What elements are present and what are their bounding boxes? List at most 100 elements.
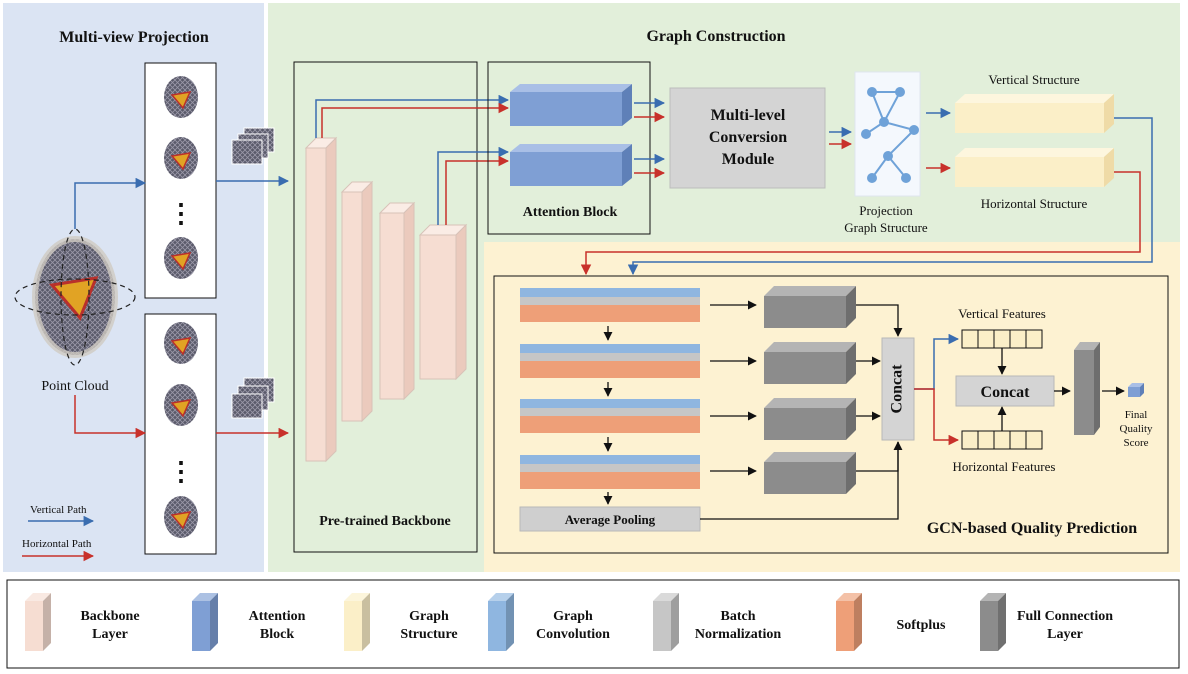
legend-label-line1: Softplus: [896, 618, 946, 633]
average-pooling-box: [519, 506, 701, 532]
legend-swatch: [192, 601, 210, 651]
legend-label-line1: Backbone: [80, 609, 139, 624]
legend-swatch-top: [192, 593, 218, 601]
projection-graph-icon: [861, 87, 919, 183]
legend-swatch: [836, 601, 854, 651]
legend-label-line2: Structure: [400, 627, 457, 642]
gcn-title: GCN-based Quality Prediction: [927, 520, 1137, 537]
mlc-line2: Conversion: [709, 129, 787, 146]
legend-swatch: [344, 601, 362, 651]
horizontal-features-vector: [961, 430, 1043, 450]
legend-label-line2: Layer: [1047, 627, 1083, 642]
horizontal-structure-to-gcn-arrow: [580, 171, 1141, 276]
vertical-structure-label: Vertical Structure: [988, 72, 1080, 87]
horizontal-view-thumbnails: [164, 322, 198, 538]
legend-label-line1: Graph: [409, 609, 449, 624]
backbone-box: [293, 61, 478, 553]
fc-to-concat-arrows: [700, 304, 903, 520]
point-cloud-label: Point Cloud: [41, 379, 108, 394]
legend-swatch: [488, 601, 506, 651]
attention-block-box: [487, 61, 651, 235]
backbone-to-attention-top-red: [321, 102, 510, 138]
final-score-line3: Score: [1123, 437, 1148, 449]
concat-box: [955, 375, 1055, 407]
vertical-image-stack: [231, 127, 275, 165]
legend-swatch: [980, 601, 998, 651]
legend-label-line2: Convolution: [536, 627, 610, 642]
final-score-cube: [1128, 383, 1144, 397]
point-cloud-object: [14, 228, 136, 366]
legend-label-line2: Normalization: [695, 627, 782, 642]
legend-swatch-top: [980, 593, 1006, 601]
horizontal-structure-label: Horizontal Structure: [981, 196, 1088, 211]
backbone-label: Pre-trained Backbone: [319, 514, 451, 529]
final-score-line2: Quality: [1120, 423, 1153, 435]
legend-swatch-top: [344, 593, 370, 601]
multiview-title: Multi-view Projection: [59, 29, 209, 46]
horizontal-views-ellipsis: ⋮: [168, 457, 194, 486]
gcn-inner-box: [493, 275, 1169, 554]
legend-swatch-side: [210, 593, 218, 651]
vertical-branch-arrow: [74, 177, 147, 229]
legend-swatch-top: [836, 593, 862, 601]
attention-block-label: Attention Block: [523, 205, 618, 220]
backbone-to-attention-top-blue: [315, 94, 510, 138]
concat-label: Concat: [981, 384, 1031, 401]
vertical-structure-to-gcn-arrow: [627, 117, 1153, 276]
vertical-structure-slab: [955, 94, 1114, 133]
mlc-line3: Module: [722, 151, 774, 168]
attention-layers: [510, 84, 632, 186]
backbone-layers: [304, 136, 468, 463]
legend-swatch-side: [998, 593, 1006, 651]
final-score-line1: Final: [1125, 409, 1148, 421]
legend-swatch-top: [25, 593, 51, 601]
legend-label-line1: Attention: [249, 609, 306, 624]
final-fc-layer: [1074, 342, 1100, 435]
horizontal-image-stack: [231, 377, 275, 419]
legend-label-line1: Graph: [553, 609, 593, 624]
legend-swatch: [25, 601, 43, 651]
backbone-to-attention-bottom-blue: [437, 146, 510, 225]
projection-graph-label-line2: Graph Structure: [844, 220, 928, 235]
legend-label-line1: Full Connection: [1017, 609, 1113, 624]
legend-label-line2: Block: [260, 627, 294, 642]
legend-label-line2: Layer: [92, 627, 128, 642]
concat-to-horizontal-features-arrow: [914, 388, 960, 446]
legend-label-line1: Batch: [721, 609, 756, 624]
legend-swatch-top: [653, 593, 679, 601]
mlc-module-box: [669, 87, 826, 189]
concat-vertical-label: Concat: [889, 364, 906, 414]
horizontal-path-legend-label: Horizontal Path: [22, 538, 92, 550]
backbone-to-attention-bottom-red: [445, 155, 510, 225]
mlc-line1: Multi-level: [711, 107, 786, 124]
vertical-view-thumbnails: [164, 76, 198, 279]
horizontal-features-label: Horizontal Features: [953, 459, 1056, 474]
vertical-path-legend-label: Vertical Path: [30, 504, 87, 516]
horizontal-structure-slab: [955, 148, 1114, 187]
fc-blocks: [764, 286, 856, 494]
gcn-layer-stacks: [520, 288, 700, 489]
legend-swatch-side: [854, 593, 862, 651]
concat-vertical-box: [881, 337, 915, 441]
legend-swatch-side: [43, 593, 51, 651]
projection-graph-label-line1: Projection: [859, 203, 913, 218]
vertical-views-ellipsis: ⋮: [168, 199, 194, 228]
legend-swatch-side: [671, 593, 679, 651]
legend-swatch-side: [506, 593, 514, 651]
legend-item-5: Softplus: [836, 593, 946, 651]
gcn-to-fc-arrows: [710, 300, 757, 476]
legend-swatch: [653, 601, 671, 651]
vertical-features-label: Vertical Features: [958, 306, 1046, 321]
horizontal-branch-arrow: [74, 395, 147, 439]
vertical-features-vector: [961, 329, 1043, 349]
legend-swatch-top: [488, 593, 514, 601]
average-pooling-label: Average Pooling: [565, 512, 656, 527]
graph-construction-title: Graph Construction: [646, 28, 785, 45]
